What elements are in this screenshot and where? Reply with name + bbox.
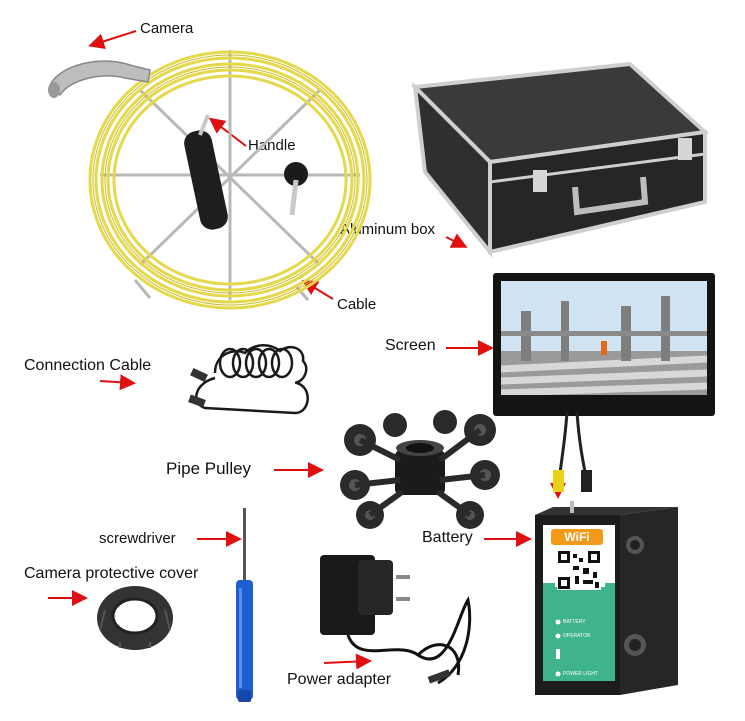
connection-cable bbox=[188, 344, 309, 415]
indicator-leds bbox=[555, 619, 561, 677]
battery-top-connector bbox=[570, 501, 574, 513]
label-aluminum-box: Aluminum box bbox=[340, 221, 436, 238]
camera-protective-cover bbox=[97, 586, 173, 650]
power-adapter bbox=[320, 555, 472, 685]
qr-code-icon bbox=[557, 550, 601, 590]
aluminum-box bbox=[410, 61, 710, 258]
arrow-power-adapter bbox=[323, 653, 372, 670]
label-power-adapter: Power adapter bbox=[287, 671, 392, 688]
arrow-aluminum-box bbox=[445, 233, 468, 248]
indicator-operator: OPERATOR bbox=[563, 633, 591, 639]
arrow-connection-cable bbox=[99, 374, 136, 391]
label-connection-cable: Connection Cable bbox=[24, 357, 152, 374]
label-screwdriver: screwdriver bbox=[99, 530, 176, 547]
wifi-badge: WiFi bbox=[551, 529, 603, 545]
label-camera-protective-cover: Camera protective cover bbox=[24, 565, 199, 582]
battery-box: WiFi BATTERY OPERATOR POWER LIGHT bbox=[533, 501, 683, 705]
label-cable: Cable bbox=[337, 296, 377, 313]
arrow-camera bbox=[88, 30, 137, 49]
label-camera: Camera bbox=[140, 20, 194, 37]
camera-head-icon bbox=[49, 60, 151, 97]
indicator-battery: BATTERY bbox=[563, 619, 586, 625]
label-screen: Screen bbox=[385, 337, 436, 354]
box-handle-icon bbox=[572, 176, 649, 216]
label-pipe-pulley: Pipe Pulley bbox=[166, 459, 252, 478]
monitor bbox=[493, 273, 715, 416]
indicator-power-light: POWER LIGHT bbox=[563, 671, 599, 677]
screwdriver bbox=[236, 508, 253, 702]
handle-icon bbox=[184, 130, 228, 230]
monitor-display bbox=[501, 281, 707, 395]
video-plugs bbox=[553, 411, 592, 492]
cable-reel bbox=[48, 50, 372, 310]
pipe-pulley bbox=[340, 410, 500, 529]
label-battery: Battery bbox=[422, 529, 473, 546]
